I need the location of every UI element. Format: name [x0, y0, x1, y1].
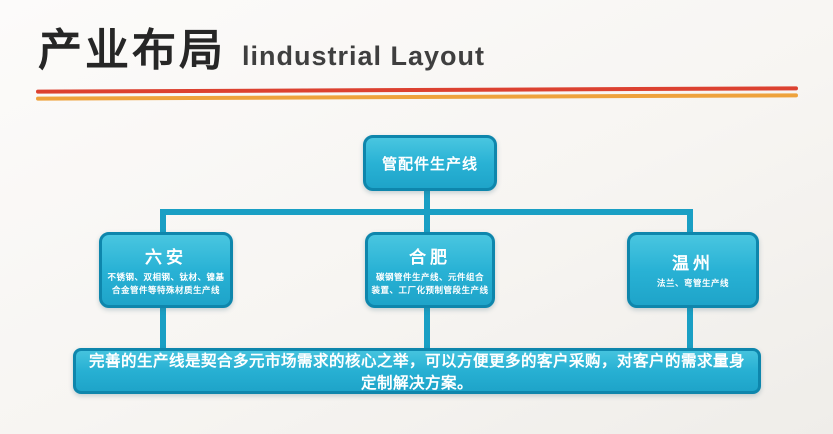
node-luan-title: 六安: [145, 247, 187, 267]
node-wenzhou-desc: 法兰、弯管生产线: [656, 278, 729, 289]
root-node-label: 管配件生产线: [381, 155, 478, 173]
title-underline-orange: [35, 93, 799, 101]
node-hefei: 合肥 碳钢管件生产线、元件组合 装置、工厂化预制管段生产线: [365, 232, 495, 308]
root-node: 管配件生产线: [363, 135, 497, 191]
connector-drop-wenzhou: [687, 212, 693, 236]
footer-text: 完善的生产线是契合多元市场需求的核心之举，可以方便更多的客户采购，对客户的需求量…: [88, 353, 745, 392]
node-wenzhou: 温州 法兰、弯管生产线: [627, 232, 759, 308]
connector-hefei-footer: [424, 300, 430, 350]
connector-root-vertical: [424, 184, 430, 212]
node-wenzhou-title: 温州: [672, 254, 714, 274]
connector-drop-hefei: [424, 212, 430, 236]
footer-bar: 完善的生产线是契合多元市场需求的核心之举，可以方便更多的客户采购，对客户的需求量…: [73, 348, 761, 394]
node-luan-desc: 不锈钢、双相钢、钛材、镍基 合金管件等特殊材质生产线: [107, 271, 225, 295]
node-luan: 六安 不锈钢、双相钢、钛材、镍基 合金管件等特殊材质生产线: [99, 232, 233, 308]
title-underline-red: [35, 86, 799, 94]
title-english: lindustrial Layout: [242, 41, 486, 71]
node-hefei-title: 合肥: [409, 247, 451, 267]
connector-wenzhou-footer: [687, 300, 693, 350]
connector-luan-footer: [160, 300, 166, 350]
connector-drop-luan: [160, 212, 166, 236]
title-chinese: 产业布局: [38, 26, 226, 75]
node-hefei-desc: 碳钢管件生产线、元件组合 装置、工厂化预制管段生产线: [371, 271, 489, 295]
page-title: 产业布局 lindustrial Layout: [38, 14, 803, 78]
